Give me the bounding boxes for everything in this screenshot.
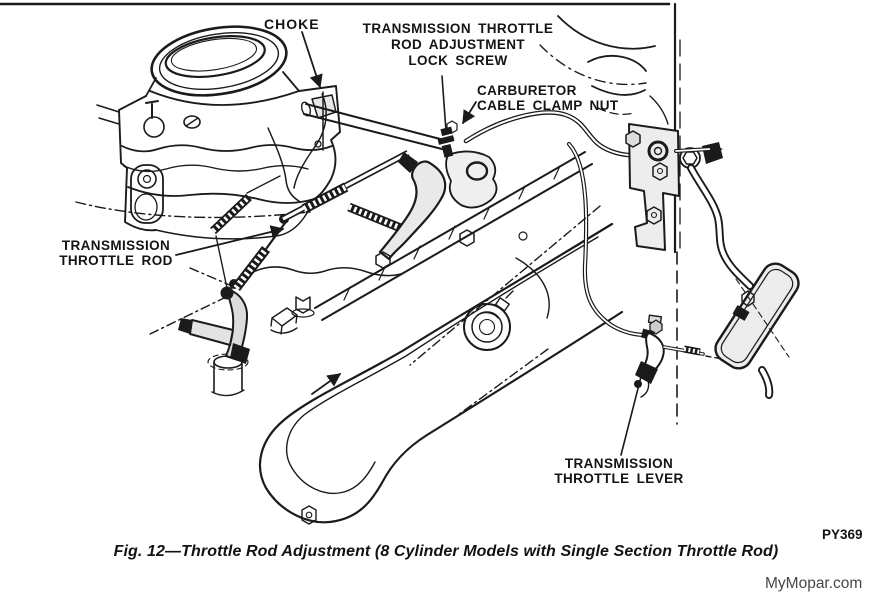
figure-caption: Fig. 12—Throttle Rod Adjustment (8 Cylin… [113, 543, 779, 560]
throttle-lever-label-line2: THROTTLE LEVER [554, 470, 684, 486]
bellcrank [178, 289, 250, 397]
pedal-pad [714, 262, 800, 370]
cable-clamp-label-line2: CABLE CLAMP NUT [477, 97, 619, 113]
throttle-rod-label-line1: TRANSMISSION [61, 238, 171, 253]
transmission-rod-rear [566, 141, 649, 338]
lock-screw-label: TRANSMISSION THROTTLE ROD ADJUSTMENT LOC… [352, 21, 564, 69]
transmission-throttle-lever [634, 314, 729, 398]
accelerator-cable [463, 110, 631, 158]
lock-screw-label-line1: TRANSMISSION THROTTLE [362, 21, 554, 36]
throttle-rod-label-line2: THROTTLE ROD [59, 252, 173, 268]
lock-screw-leader [441, 75, 447, 132]
figure-code: PY369 [822, 527, 863, 542]
choke-arrow [301, 31, 323, 89]
leader-arrows [175, 31, 644, 456]
firewall-bracket [625, 123, 680, 251]
clamp-nut-arrow [462, 101, 477, 125]
carburetor [96, 25, 341, 240]
carb-centerline [75, 201, 311, 219]
cable-clamp-label-line1: CARBURETOR [477, 83, 577, 98]
lock-screw-label-line3: LOCK SCREW [408, 53, 508, 68]
firewall [673, 2, 681, 425]
cowl-curves [539, 15, 669, 125]
air-horn [150, 25, 288, 97]
throttle-rod-assembly [210, 101, 498, 300]
assembly-direction-arrow [311, 373, 342, 395]
accelerator-pedal [674, 142, 800, 399]
throttle-lever-label: TRANSMISSION THROTTLE LEVER [551, 456, 687, 486]
throttle-rod-arrow [175, 225, 285, 256]
throttle-lever-label-line1: TRANSMISSION [564, 456, 674, 471]
cable-clamp-nut-label: CARBURETOR CABLE CLAMP NUT [477, 83, 619, 113]
engine-block [252, 151, 624, 525]
lock-screw-label-line2: ROD ADJUSTMENT [390, 37, 526, 52]
throttle-lever-leader [620, 368, 644, 456]
choke-label: CHOKE [264, 16, 320, 32]
centerlines [149, 205, 601, 416]
watermark-text: MyMopar.com [765, 575, 863, 592]
throttle-rod-label: TRANSMISSION THROTTLE ROD [50, 238, 182, 268]
